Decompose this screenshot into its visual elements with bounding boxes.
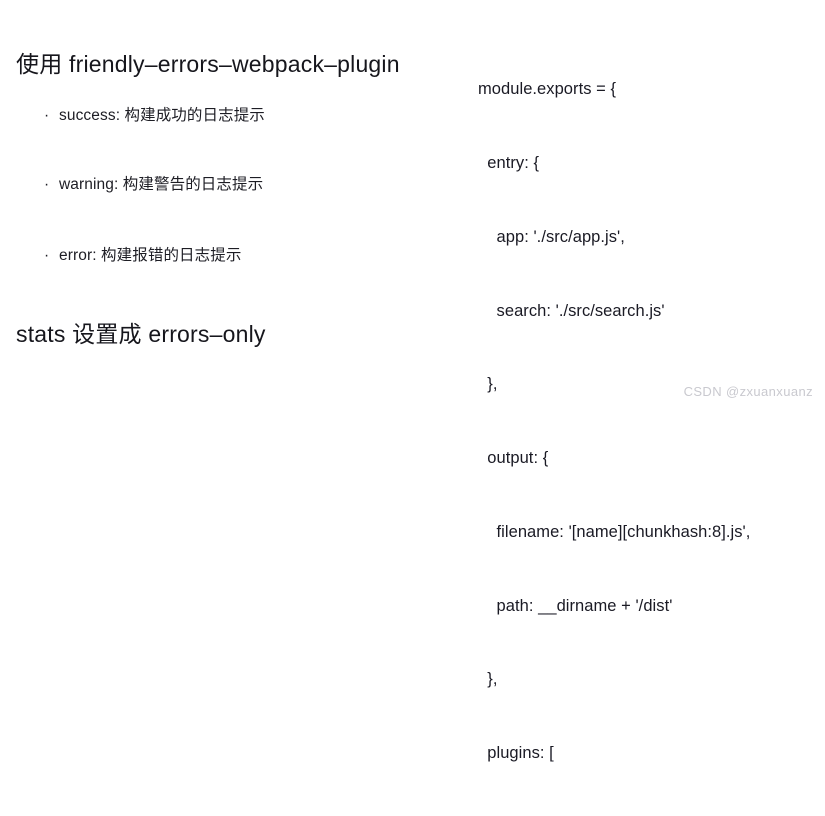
heading-friendly-errors-webpack-plugin: 使用 friendly–errors–webpack–plugin [16, 51, 400, 77]
heading-stats-errors-only: stats 设置成 errors–only [16, 321, 266, 347]
bullet-marker-icon: · [44, 107, 50, 124]
watermark-text: CSDN @zxuanxuanz [683, 384, 813, 399]
code-line-added: + new FriendlyErrorsWebpackPlugin() [478, 815, 825, 816]
bullet-marker-icon: · [44, 247, 50, 264]
webpack-config-code-block: module.exports = { entry: { app: './src/… [478, 28, 825, 816]
bullet-marker-icon: · [44, 176, 50, 193]
code-line: output: { [478, 449, 549, 468]
code-line: filename: '[name][chunkhash:8].js', [478, 522, 751, 541]
code-line: search: './src/search.js' [478, 301, 665, 320]
list-item-label: error: 构建报错的日志提示 [59, 247, 242, 264]
list-item-label: success: 构建成功的日志提示 [59, 107, 265, 124]
code-line: }, [478, 375, 498, 394]
list-item: · success: 构建成功的日志提示 [44, 107, 265, 126]
code-line: path: __dirname + '/dist' [478, 596, 673, 615]
code-line: plugins: [ [478, 744, 554, 763]
left-content-column: 使用 friendly–errors–webpack–plugin · succ… [0, 0, 470, 408]
list-item-label: warning: 构建警告的日志提示 [59, 176, 264, 193]
list-item: · warning: 构建警告的日志提示 [44, 176, 263, 195]
code-line: module.exports = { [478, 80, 617, 99]
code-line: }, [478, 670, 498, 689]
code-line: app: './src/app.js', [478, 227, 625, 246]
code-line: entry: { [478, 153, 540, 172]
list-item: · error: 构建报错的日志提示 [44, 247, 241, 266]
